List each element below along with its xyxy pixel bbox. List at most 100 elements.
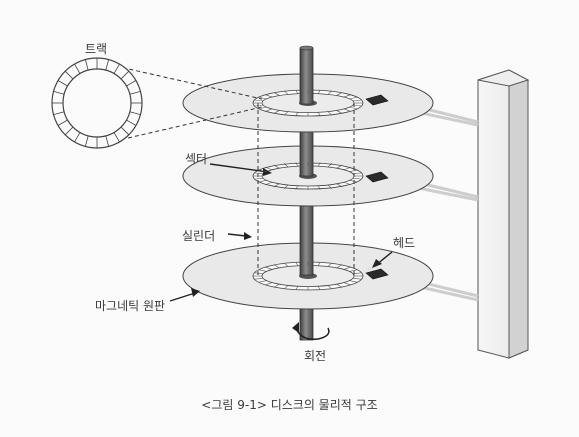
platter-sector-tick bbox=[352, 272, 362, 274]
platter-sector-tick bbox=[295, 89, 299, 94]
track-sector-divider bbox=[84, 135, 89, 147]
track-sector-divider bbox=[105, 59, 110, 71]
platter-sector-tick bbox=[273, 283, 280, 288]
platter-label: 마그네틱 원판 bbox=[95, 299, 166, 313]
platter-sector-tick bbox=[317, 112, 321, 117]
platter-sector-tick bbox=[295, 185, 299, 190]
platter-sector-tick bbox=[264, 108, 273, 112]
platter-sector-tick bbox=[258, 269, 267, 272]
platter-sector-tick bbox=[258, 96, 267, 100]
platter-sector-tick bbox=[336, 164, 343, 169]
track-sector-divider bbox=[105, 135, 110, 147]
track-sector-divider bbox=[53, 90, 65, 95]
cylinder-label: 실린더 bbox=[182, 229, 216, 243]
platter-sector-tick bbox=[352, 278, 362, 280]
platter-sector-tick bbox=[336, 110, 343, 114]
platter-sector-tick bbox=[352, 99, 362, 102]
platter-sector-tick bbox=[327, 90, 333, 95]
platter-sector-tick bbox=[327, 262, 333, 267]
platter-sector-tick bbox=[273, 183, 280, 188]
track-sector-divider bbox=[129, 90, 141, 95]
platter-sector-tick bbox=[254, 104, 264, 107]
platter-sector-tick bbox=[273, 264, 280, 269]
platter-sector-tick bbox=[327, 163, 333, 168]
platter-sector-tick bbox=[254, 177, 264, 180]
platter-sector-tick bbox=[349, 106, 358, 110]
platter-sector-tick bbox=[317, 286, 321, 291]
platter-sector-tick bbox=[258, 180, 267, 183]
track-projection-lines bbox=[101, 62, 263, 139]
platter-sector-tick bbox=[295, 112, 299, 117]
track-sector-divider bbox=[57, 119, 68, 126]
platter-sector-tick bbox=[273, 110, 280, 114]
platter-sector-tick bbox=[343, 282, 352, 286]
platter-sector-tick bbox=[295, 261, 299, 266]
platter-sector-tick bbox=[264, 166, 273, 171]
track-sector-divider bbox=[74, 132, 81, 143]
track-sector-divider bbox=[126, 119, 137, 126]
platter-sector-tick bbox=[264, 266, 273, 270]
sector-label: 섹터 bbox=[185, 152, 208, 166]
platter-sector-tick bbox=[264, 94, 273, 98]
platter-sector-tick bbox=[283, 111, 289, 116]
platter-sector-tick bbox=[264, 282, 273, 286]
platter-sector-tick bbox=[349, 269, 358, 272]
track-ring-illustration bbox=[51, 57, 143, 149]
platter-sector-tick bbox=[317, 185, 321, 190]
platter-sector-tick bbox=[352, 172, 362, 175]
platter-sector-tick bbox=[327, 111, 333, 116]
spindle-top bbox=[299, 47, 314, 105]
pointer-arrow-icon bbox=[372, 251, 393, 268]
track-sector-divider bbox=[57, 80, 68, 87]
platter-sector-tick bbox=[336, 264, 343, 269]
track-sector-divider bbox=[129, 111, 141, 116]
platter-sector-tick bbox=[327, 184, 333, 189]
track-sector-divider bbox=[120, 70, 130, 80]
platter-sector-tick bbox=[317, 162, 321, 167]
track-sector-divider bbox=[64, 70, 74, 80]
cylinder-outline bbox=[257, 103, 355, 278]
pointer-arrow-icon bbox=[169, 288, 200, 302]
platter-sector-tick bbox=[349, 180, 358, 183]
track-sector-divider bbox=[53, 111, 65, 116]
platter-sector-tick bbox=[343, 181, 352, 186]
platter-sector-tick bbox=[336, 183, 343, 188]
platter-sector-tick bbox=[343, 108, 352, 112]
platter-sector-tick bbox=[254, 172, 264, 175]
platter-sector-tick bbox=[264, 181, 273, 186]
platter-sector-tick bbox=[336, 283, 343, 288]
platter-sector-tick bbox=[343, 266, 352, 270]
track-sector-divider bbox=[113, 63, 120, 74]
rotation-arrow-icon bbox=[292, 322, 330, 340]
rotation-label: 회전 bbox=[304, 349, 327, 363]
read-write-heads bbox=[365, 94, 389, 280]
platter-sector-tick bbox=[352, 104, 362, 107]
track-sector-divider bbox=[126, 80, 137, 87]
platter-sector-tick bbox=[273, 164, 280, 169]
platter-sector-tick bbox=[349, 169, 358, 172]
pointer-arrow-icon bbox=[209, 163, 272, 176]
platter-sector-tick bbox=[352, 177, 362, 180]
platter-sector-tick bbox=[254, 278, 264, 280]
platter-sector-tick bbox=[258, 106, 267, 110]
head-support-post bbox=[477, 69, 530, 359]
platter-sector-tick bbox=[349, 280, 358, 283]
platter-sector-tick bbox=[317, 89, 321, 94]
platter-sector-tick bbox=[343, 94, 352, 98]
platter-sector-tick bbox=[283, 163, 289, 168]
pointer-arrow-icon bbox=[227, 232, 252, 240]
platter-sector-tick bbox=[283, 90, 289, 95]
track-sector-divider bbox=[74, 63, 81, 74]
platter-sector-tick bbox=[254, 99, 264, 102]
platter-sector-tick bbox=[317, 261, 321, 266]
platter-sector-tick bbox=[283, 184, 289, 189]
track-sector-divider bbox=[84, 59, 89, 71]
platter-sector-tick bbox=[295, 286, 299, 291]
platter-sector-tick bbox=[254, 272, 264, 274]
platter-sector-tick bbox=[258, 280, 267, 283]
platter-sector-tick bbox=[258, 169, 267, 172]
platter-sector-tick bbox=[327, 285, 333, 290]
track-sector-divider bbox=[64, 126, 74, 136]
track-sector-divider bbox=[120, 126, 130, 136]
